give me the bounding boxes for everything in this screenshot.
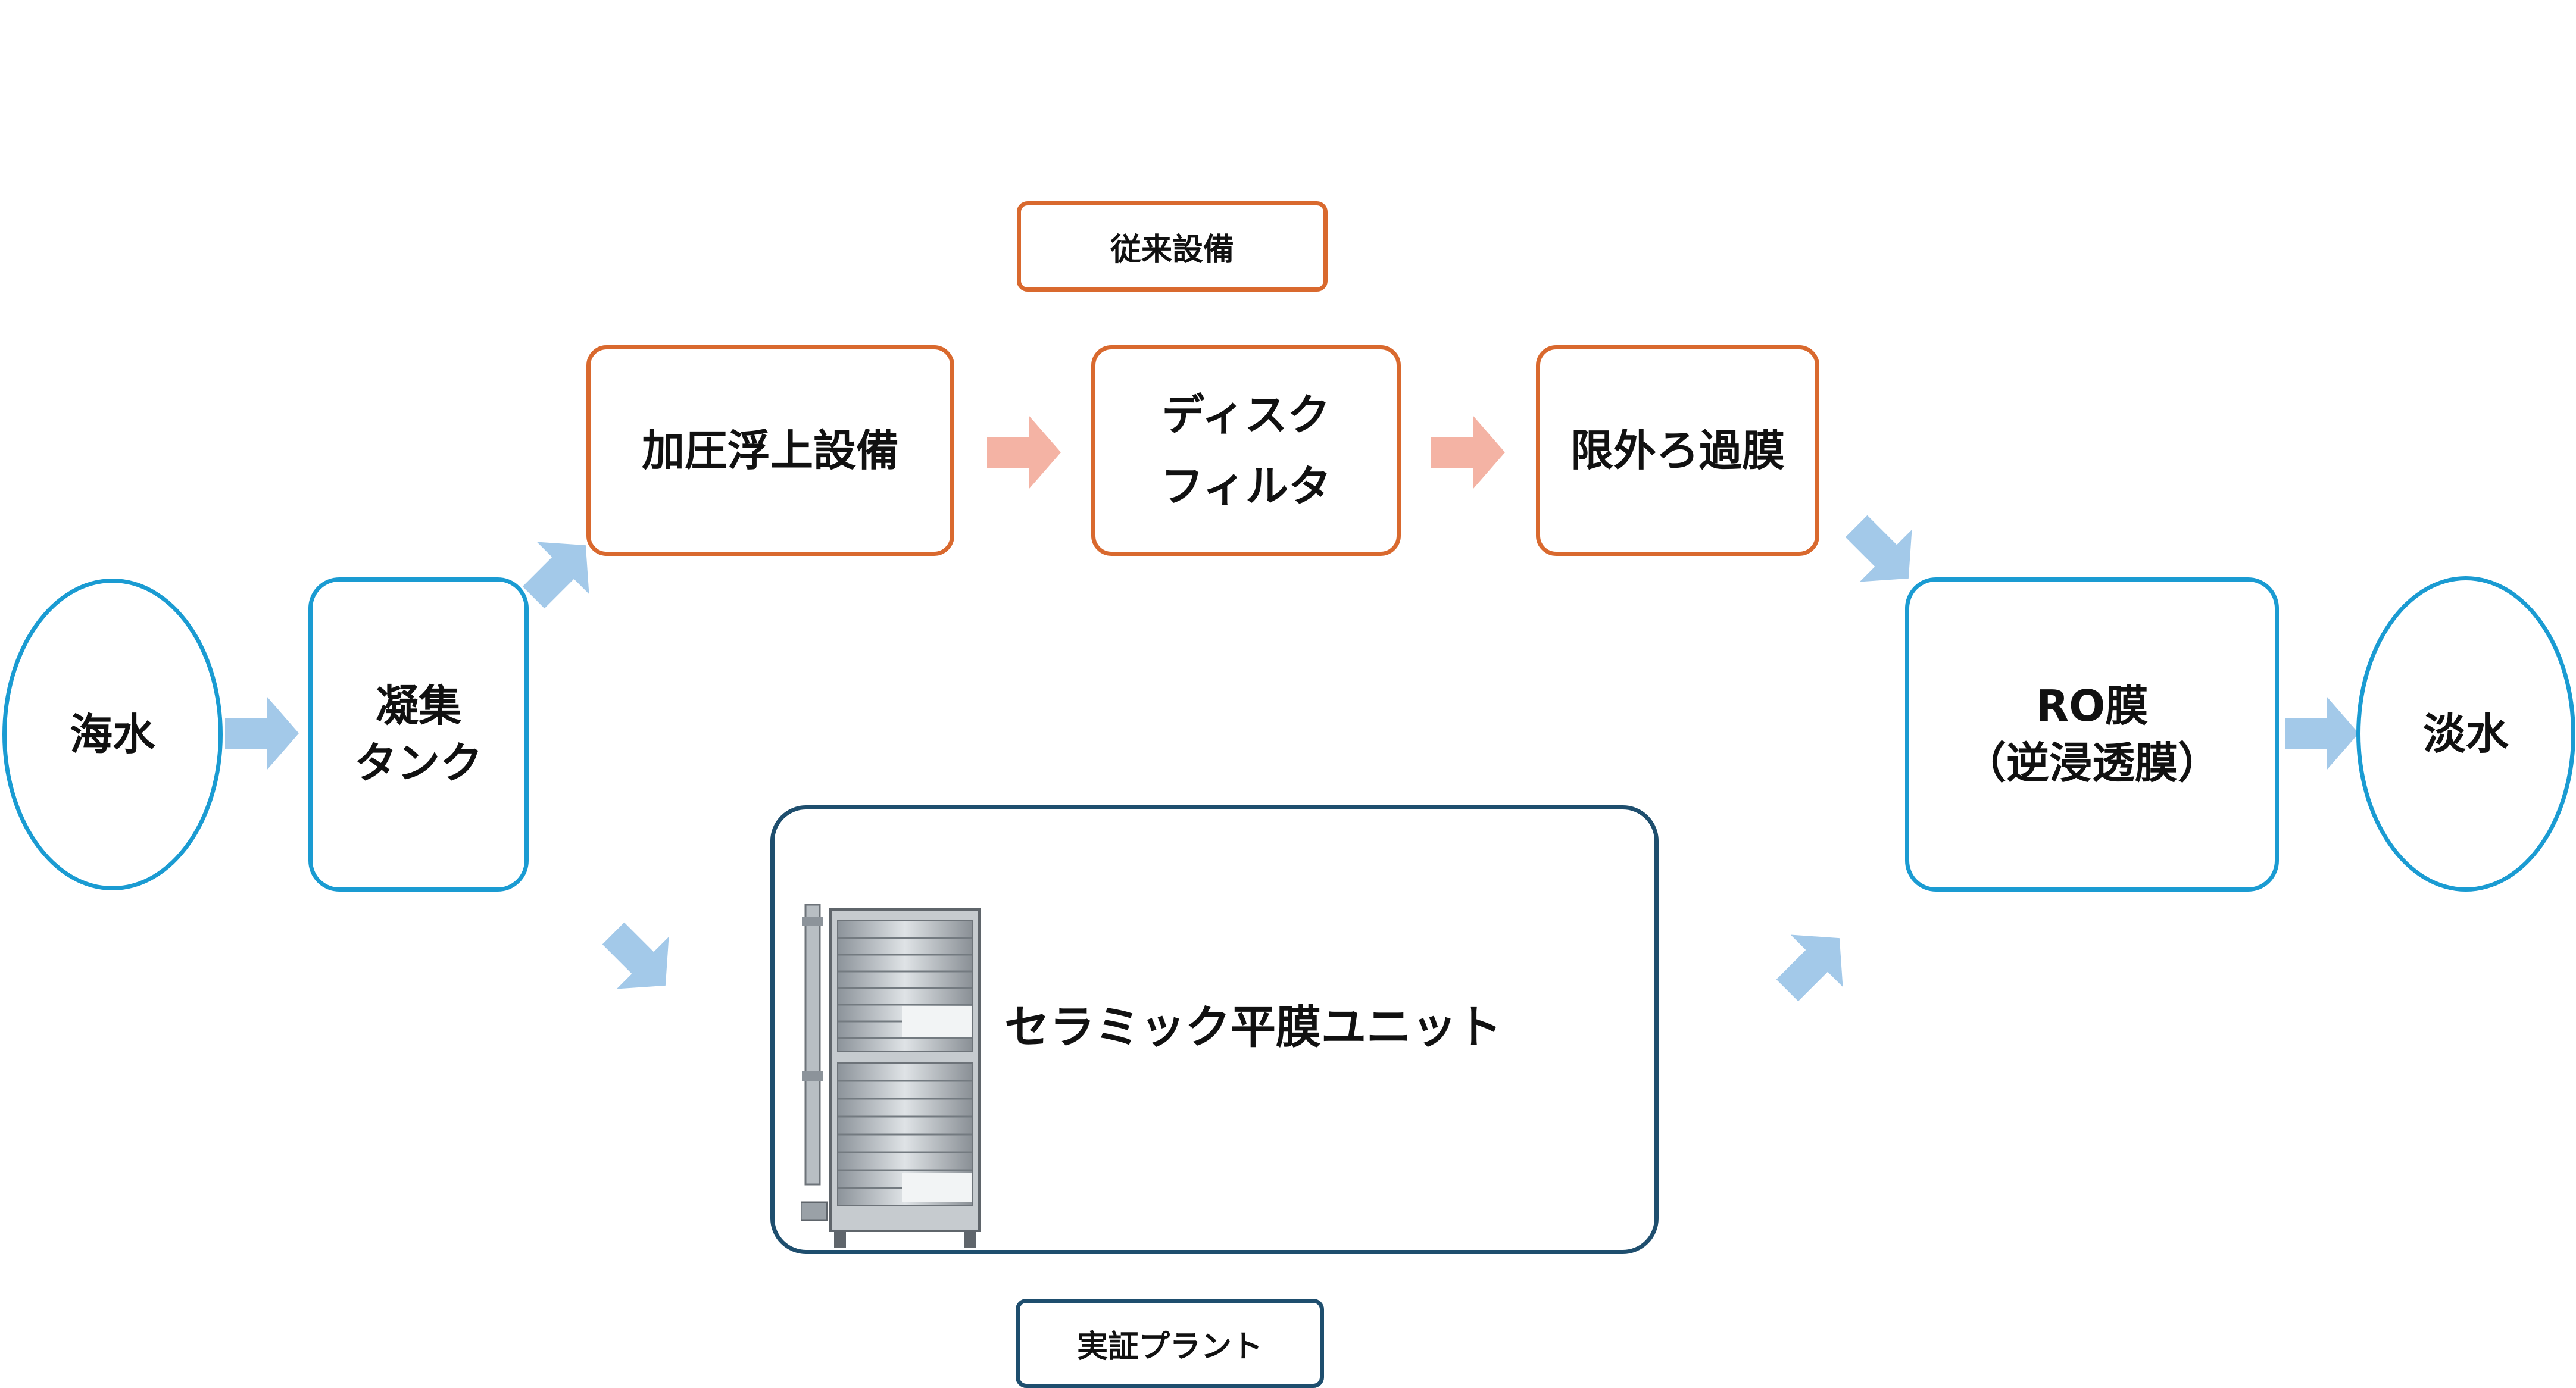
ceramic-unit-label: セラミック平膜ユニット xyxy=(1004,1001,1502,1053)
fresh-water-node: 淡水 xyxy=(2356,576,2575,892)
tank-label-line1: 凝集 xyxy=(375,681,461,731)
disc-filter-line1: ディスク xyxy=(1161,390,1331,440)
disc-filter-line2: フィルタ xyxy=(1160,461,1332,511)
tank-label-line2: タンク xyxy=(354,738,483,788)
ro-label-line2: （逆浸透膜） xyxy=(1963,738,2221,788)
arrow-seawater-to-tank xyxy=(225,696,299,770)
seawater-node: 海水 xyxy=(2,579,223,890)
ultrafiltration-node: 限外ろ過膜 xyxy=(1536,345,1819,556)
arrow-ro-to-freshwater xyxy=(2285,696,2359,770)
coagulation-tank-node: 凝集 タンク xyxy=(308,577,529,892)
arrow-disc-to-uf xyxy=(1431,415,1505,489)
arrow-tank-to-ceramic xyxy=(587,907,692,1012)
arrow-ceramic-to-ro xyxy=(1761,912,1866,1017)
ro-label-line1: RO膜 xyxy=(2035,681,2149,731)
fresh-water-label: 淡水 xyxy=(2422,709,2509,759)
demo-plant-label: 実証プラント xyxy=(1016,1299,1324,1388)
conventional-equipment-label: 従来設備 xyxy=(1017,201,1328,292)
ceramic-membrane-unit-image xyxy=(801,904,981,1248)
ceramic-membrane-unit-node: セラミック平膜ユニット xyxy=(770,805,1659,1254)
disc-filter-node: ディスク フィルタ xyxy=(1091,345,1401,556)
dissolved-air-flotation-node: 加圧浮上設備 xyxy=(586,345,954,556)
ro-membrane-node: RO膜 （逆浸透膜） xyxy=(1905,577,2279,892)
arrow-flotation-to-disc xyxy=(987,415,1061,489)
uf-label: 限外ろ過膜 xyxy=(1570,426,1785,476)
flotation-label: 加圧浮上設備 xyxy=(641,426,899,476)
seawater-label: 海水 xyxy=(69,709,155,759)
